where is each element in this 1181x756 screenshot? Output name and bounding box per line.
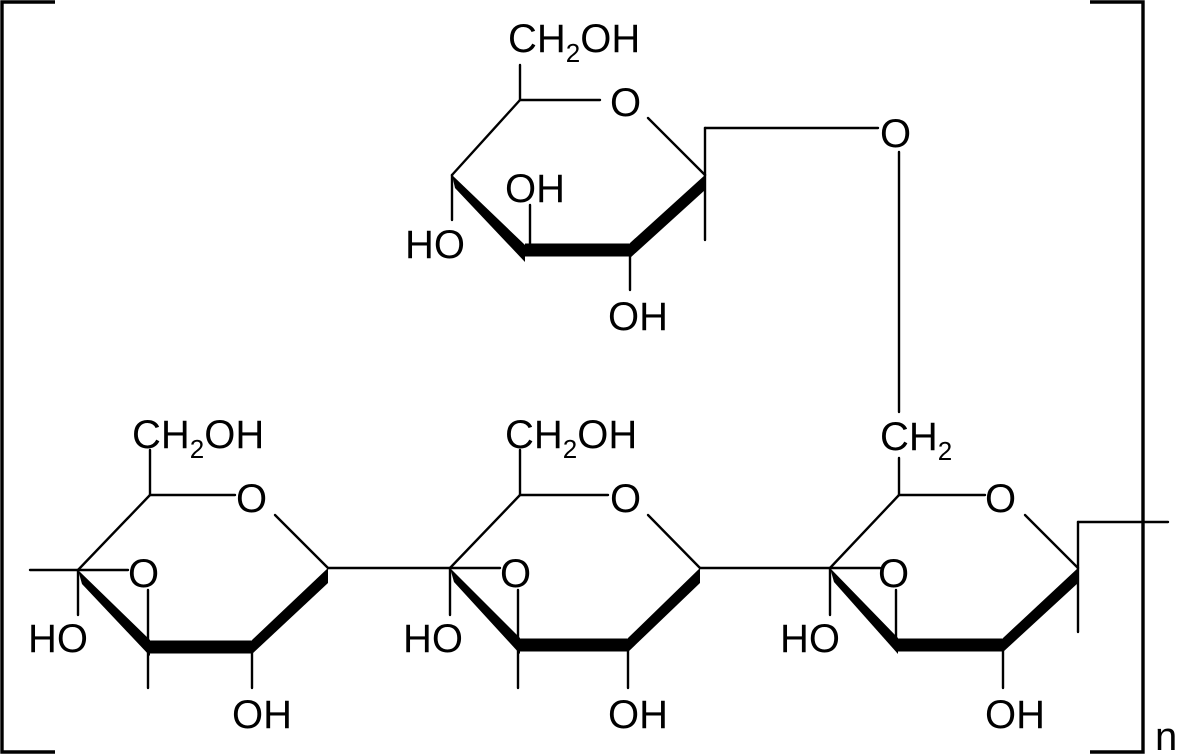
backbone-unit-1: CH2OH O O HO OH bbox=[28, 413, 452, 737]
unit1-oh: OH bbox=[232, 693, 292, 737]
unit2-oh: OH bbox=[608, 693, 668, 737]
right-bracket bbox=[1090, 0, 1145, 754]
top-ring-oxygen: O bbox=[610, 81, 641, 125]
unit2-ho: HO bbox=[403, 617, 463, 661]
ch2-linker-label: CH2 bbox=[880, 415, 952, 466]
unit2-ch2oh-label: CH2OH bbox=[505, 413, 637, 464]
unit1-ho: HO bbox=[28, 617, 88, 661]
top-ch2oh-label: CH2OH bbox=[508, 17, 640, 68]
top-glucose-unit: CH2OH O OH HO OH bbox=[405, 17, 880, 339]
unit3-ring-oxygen: O bbox=[985, 477, 1016, 521]
branch-linkage: O CH2 bbox=[880, 112, 952, 497]
unit3-ho: HO bbox=[780, 617, 840, 661]
repeat-subscript: n bbox=[1155, 715, 1177, 756]
backbone-unit-3: O O HO OH bbox=[780, 477, 1170, 737]
link-oxygen: O bbox=[880, 112, 911, 156]
unit1-ch2oh-label: CH2OH bbox=[132, 413, 264, 464]
top-oh-2: OH bbox=[608, 295, 668, 339]
unit1-oxygen-2: O bbox=[128, 552, 159, 596]
unit1-ring-oxygen: O bbox=[236, 477, 267, 521]
unit3-oh: OH bbox=[985, 693, 1045, 737]
unit2-ring-oxygen: O bbox=[610, 477, 641, 521]
backbone-unit-2: CH2OH O O HO OH bbox=[403, 413, 832, 737]
unit3-oxygen-2: O bbox=[878, 552, 909, 596]
top-oh-3: OH bbox=[505, 167, 565, 211]
top-ho-4: HO bbox=[405, 223, 465, 267]
left-bracket bbox=[0, 0, 55, 754]
unit2-oxygen-2: O bbox=[500, 552, 531, 596]
